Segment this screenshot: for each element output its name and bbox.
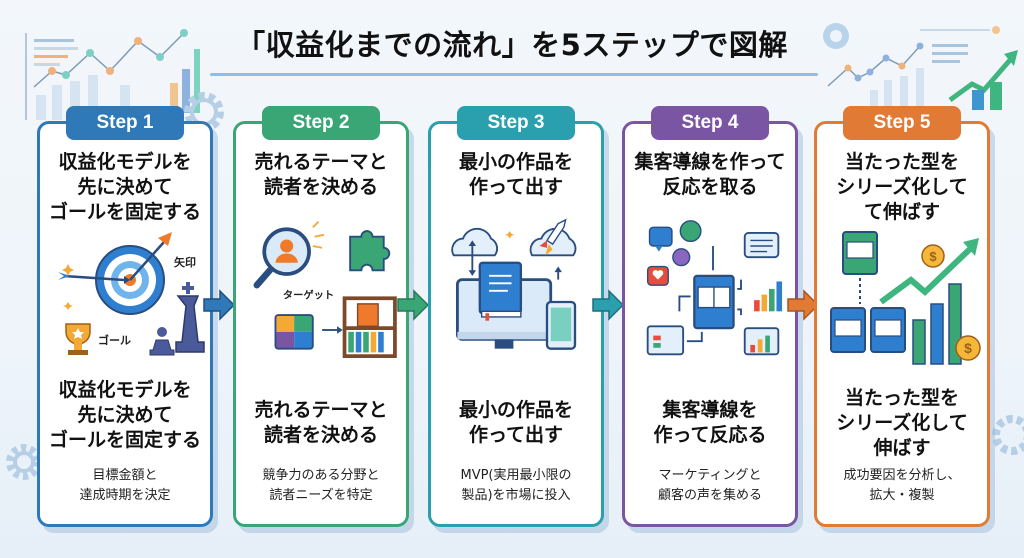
report-icon [743, 327, 780, 356]
step-subheading-2: 売れるテーマと 読者を決める [254, 399, 388, 446]
book-icon [478, 261, 523, 321]
step-heading-5: 当たった型を シリーズ化して て伸ばす [836, 151, 968, 223]
arrow-icon [58, 232, 172, 284]
step-badge-5: Step 5 [843, 106, 961, 140]
step-description-4: マーケティングと 顧客の声を集める [657, 468, 762, 503]
flow-arrow-2-3-icon [397, 289, 430, 321]
puzzle-grid-icon [274, 314, 314, 350]
step-heading-3: 最小の作品を 作って出す [458, 151, 573, 198]
chess-king-icon [175, 282, 205, 353]
flow-arrow-3-4-icon [592, 289, 625, 321]
step-subheading-5: 当たった型を シリーズ化して 伸ばす [836, 387, 968, 459]
cloud-upload-icon [451, 227, 498, 276]
rocket-icon [529, 218, 577, 257]
step-description-3: MVP(実用最小限の 製品)を市場に投入 [460, 468, 572, 503]
step-5-illustration: $ $ [830, 231, 981, 365]
heart-icon [646, 265, 669, 286]
page-title: 「収益化までの流れ」を5ステップで図解 [236, 28, 788, 62]
step-1-illustration: 矢印 ゴール [58, 232, 205, 356]
step-heading-1: 収益化モデルを 先に決めて ゴールを固定する [48, 151, 201, 223]
step-card-1: Step 1 収益化モデルを 先に決めて ゴールを固定する 矢印 ゴール [37, 106, 213, 527]
book-series-icon [830, 231, 906, 353]
step-description-5: 成功要因を分析し、 拡大・複製 [843, 468, 961, 503]
step-description-1: 目標金額と 達成時期を決定 [79, 468, 171, 503]
chess-pawn-icon [149, 327, 175, 356]
step-badge-3: Step 3 [457, 106, 575, 140]
step-subheading-4: 集客導線を 作って反応る [653, 399, 767, 446]
flow-arrow-1-2-icon [203, 289, 236, 321]
bookshelf-icon [342, 296, 397, 358]
step-description-2: 競争力のある分野と 読者ニーズを特定 [262, 468, 380, 503]
svg-text:$: $ [964, 340, 972, 356]
step-2-illustration: ターゲット [253, 221, 397, 358]
flow-arrow-4-5-icon [787, 289, 820, 321]
step-3-illustration [451, 218, 577, 350]
step-card-4: Step 4 集客導線を作って 反応を取る 集客導線を 作って反応る マーケティ… [622, 106, 798, 527]
step-heading-2: 売れるテーマと 読者を決める [254, 151, 388, 198]
chat-icon [672, 248, 691, 267]
background-gear-bottom-right-icon [992, 415, 1024, 455]
tablet-icon [545, 300, 577, 350]
bar-chart-icon [912, 283, 962, 365]
step-badge-4: Step 4 [651, 106, 769, 140]
step-subheading-3: 最小の作品を 作って出す [458, 399, 573, 446]
magnifier-person-icon [253, 227, 311, 289]
trophy-icon [65, 323, 91, 355]
open-book-icon [693, 274, 735, 330]
step-subheading-1: 収益化モデルを 先に決めて ゴールを固定する [48, 379, 201, 451]
step-heading-4: 集客導線を作って 反応を取る [634, 151, 786, 198]
step-card-3: Step 3 最小の作品を 作って出す 最小の作品 [428, 106, 604, 527]
puzzle-piece-icon [349, 230, 391, 272]
webpage-icon [646, 325, 685, 356]
svg-text:$: $ [929, 249, 937, 264]
coin-icon: $ $ [921, 244, 981, 361]
step-4-illustration [646, 220, 783, 356]
label-target: ターゲット [283, 288, 334, 301]
step-badge-1: Step 1 [66, 106, 184, 140]
share-icon [679, 220, 702, 243]
speech-bubble-icon [743, 232, 780, 259]
growth-arrow-icon [879, 238, 979, 305]
title-underline [210, 73, 818, 76]
step-card-2: Step 2 売れるテーマと 読者を決める ターゲット 売れるテーマと 読者 [233, 106, 409, 527]
label-arrow: 矢印 [174, 255, 196, 269]
bar-chart-icon [754, 281, 783, 312]
thumbs-up-icon [648, 226, 673, 252]
step-card-5: Step 5 当たった型を シリーズ化して て伸ばす $ $ 当たった型を シリ [814, 106, 990, 527]
step-badge-2: Step 2 [262, 106, 380, 140]
label-goal: ゴール [98, 333, 131, 347]
